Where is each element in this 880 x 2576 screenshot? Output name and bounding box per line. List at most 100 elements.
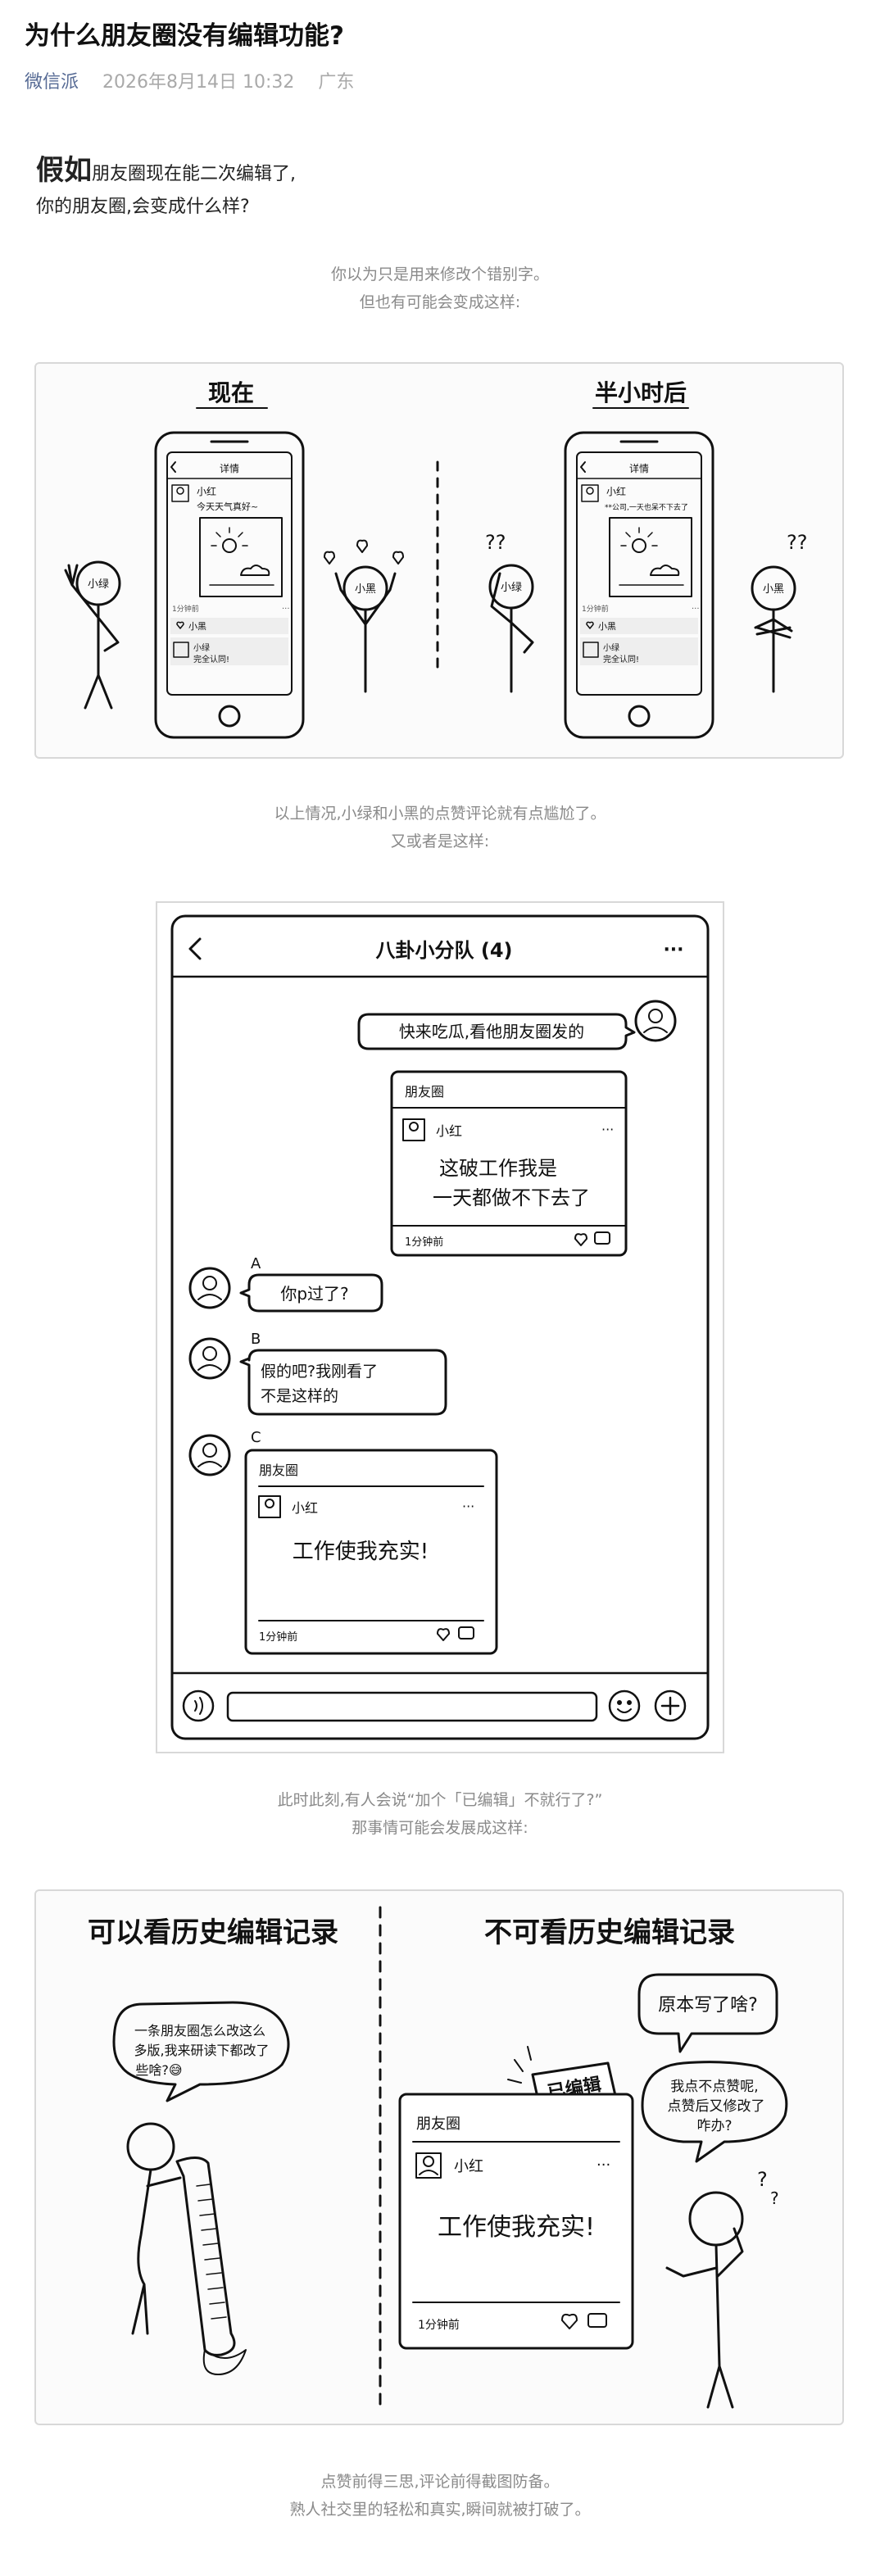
msg-a: A 你p过了?	[188, 1255, 383, 1313]
caption-2: 以上情况,小绿和小黑的点赞评论就有点尴尬了。 又或者是这样:	[0, 800, 880, 855]
character-xiaolv-left: 小绿	[64, 560, 121, 710]
right-bubble-1: 原本写了啥?	[637, 1973, 778, 2053]
heading-cannot-view: 不可看历史编辑记录	[484, 1916, 735, 1949]
xiaohei-label-left: 小黑	[355, 583, 376, 596]
caption-1: 你以为只是用来修改个错别字。 但也有可能会变成这样:	[0, 261, 880, 316]
right-bubble-2: 我点不点赞呢, 点赞后又修改了 咋办?	[641, 2061, 788, 2163]
poster-name-right: 小红	[606, 485, 626, 497]
card2-time: 1分钟前	[259, 1630, 297, 1644]
msg-b-line2: 不是这样的	[261, 1387, 338, 1405]
caption-1-line-2: 但也有可能会变成这样:	[359, 293, 521, 311]
msg-b: B 假的吧?我刚看了 不是这样的	[188, 1331, 447, 1416]
msg-a-text: 你p过了?	[280, 1284, 348, 1304]
commenter-left: 小绿	[193, 642, 210, 653]
msg-b-line1: 假的吧?我刚看了	[261, 1363, 378, 1381]
article-title: 为什么朋友圈没有编辑功能?	[25, 21, 344, 51]
liker-left: 小黑	[188, 621, 206, 632]
screen-title-left: 详情	[220, 462, 239, 474]
name-c: C	[251, 1429, 261, 1446]
time-ago-left: 1分钟前	[172, 604, 199, 614]
xiaohei-label-right: 小黑	[763, 583, 784, 596]
msg-c: C 朋友圈 小红 ··· 工作使我充实! 1分钟前	[188, 1429, 498, 1655]
name-b: B	[251, 1331, 261, 1348]
post-text-now: 今天天气真好~	[197, 501, 258, 512]
svg-text:···: ···	[692, 605, 700, 614]
caption-3-line-2: 那事情可能会发展成这样:	[352, 1819, 528, 1837]
caption-3-line-1: 此时此刻,有人会说“加个「已编辑」不就行了?”	[277, 1791, 603, 1809]
card2-header: 朋友圈	[259, 1463, 298, 1478]
publish-location: 广东	[318, 72, 355, 93]
caption-3: 此时此刻,有人会说“加个「已编辑」不就行了?” 那事情可能会发展成这样:	[0, 1786, 880, 1842]
right-bubble2-line1: 我点不点赞呢,	[670, 2079, 758, 2095]
heading-later: 半小时后	[595, 379, 687, 406]
first-msg-text: 快来吃瓜,看他朋友圈发的	[399, 1022, 584, 1041]
intro-text: 假如朋友圈现在能二次编辑了, 你的朋友圈,会变成什么样?	[36, 154, 296, 224]
card1-more: ···	[601, 1122, 614, 1137]
back-icon[interactable]	[188, 937, 202, 960]
moments-card-edited: 朋友圈 小红 ··· 工作使我充实! 1分钟前	[398, 2093, 634, 2350]
card3-time: 1分钟前	[418, 2318, 460, 2332]
caption-1-line-1: 你以为只是用来修改个错别字。	[330, 265, 549, 283]
author-link[interactable]: 微信派	[25, 72, 79, 93]
emoji-icon[interactable]	[608, 1689, 641, 1722]
card1-time: 1分钟前	[405, 1236, 443, 1249]
svg-text:?: ?	[757, 2168, 768, 2191]
right-bubble2-line2: 点赞后又修改了	[668, 2098, 765, 2115]
comment-left: 完全认同!	[193, 654, 229, 664]
poster-name-left: 小红	[197, 485, 216, 497]
card1-line1: 这破工作我是	[439, 1157, 557, 1180]
character-thinking: ? ?	[665, 2168, 779, 2409]
question-marks-right: ??	[787, 531, 807, 554]
msg-first: 快来吃瓜,看他朋友圈发的	[357, 1000, 677, 1050]
xiaolv-label-right: 小绿	[501, 582, 522, 594]
message-input[interactable]	[226, 1691, 598, 1722]
heading-now: 现在	[208, 379, 254, 406]
article-meta: 微信派 2026年8月14日 10:32 广东	[25, 67, 354, 93]
right-bubble2-line3: 咋办?	[696, 2118, 732, 2134]
card1-user: 小红	[436, 1123, 462, 1139]
caption-2-line-2: 又或者是这样:	[390, 832, 490, 850]
group-title: 八卦小分队 (4)	[376, 939, 513, 962]
xiaolv-label-left: 小绿	[88, 578, 109, 591]
phone-right: 详情 小红 **公司,一天也呆不下去了 1分钟前 ··· 小黑 小绿 完全认同!	[564, 431, 714, 739]
comic-now-vs-later: 现在 半小时后 详情 小红 今天天气真好~ 1分钟前 ··· 小黑 小绿 完全认…	[34, 362, 844, 759]
card2-more: ···	[462, 1499, 474, 1514]
time-ago-right: 1分钟前	[582, 604, 609, 614]
commenter-right: 小绿	[603, 642, 619, 653]
voice-icon[interactable]	[182, 1689, 215, 1722]
intro-line2: 你的朋友圈,会变成什么样?	[36, 197, 250, 217]
card2-user: 小红	[292, 1500, 318, 1516]
right-bubble1-text: 原本写了啥?	[658, 1995, 758, 2016]
character-xiaohei-right: 小黑 ??	[751, 531, 807, 693]
intro-big-word: 假如	[36, 154, 92, 187]
question-marks-left: ??	[485, 531, 506, 554]
character-reading-scroll	[126, 2122, 247, 2375]
shared-card-1: 朋友圈 小红 ··· 这破工作我是 一天都做不下去了 1分钟前	[390, 1070, 628, 1257]
card1-header: 朋友圈	[405, 1084, 444, 1100]
character-xiaohei-left: 小黑	[324, 539, 404, 693]
left-bubble-line2: 多版,我来研读下都改了	[134, 2043, 269, 2058]
caption-4-line-2: 熟人社交里的轻松和真实,瞬间就被打破了。	[289, 2501, 591, 2519]
card3-text: 工作使我充实!	[438, 2213, 595, 2242]
card2-text: 工作使我充实!	[293, 1540, 429, 1564]
caption-4-line-1: 点赞前得三思,评论前得截图防备。	[320, 2473, 560, 2491]
left-bubble-line1: 一条朋友圈怎么改这么	[134, 2023, 265, 2039]
comment-right: 完全认同!	[603, 654, 639, 664]
screen-title-right: 详情	[629, 462, 649, 474]
plus-icon[interactable]	[654, 1689, 687, 1722]
character-xiaolv-right: 小绿 ??	[485, 531, 534, 693]
svg-text:···: ···	[596, 2156, 610, 2174]
svg-text:···: ···	[282, 605, 290, 614]
phone-left: 详情 小红 今天天气真好~ 1分钟前 ··· 小黑 小绿 完全认同!	[154, 431, 305, 739]
post-text-later: **公司,一天也呆不下去了	[605, 502, 688, 512]
card3-header: 朋友圈	[416, 2116, 460, 2133]
comic-edit-history: 可以看历史编辑记录 不可看历史编辑记录 一条朋友圈怎么改这么 多版,我来研读下都…	[34, 1889, 844, 2425]
left-thought-bubble: 一条朋友圈怎么改这么 多版,我来研读下都改了 些啥?😅	[112, 2001, 290, 2102]
intro-line1: 朋友圈现在能二次编辑了,	[92, 164, 296, 184]
more-icon[interactable]: ···	[663, 940, 683, 960]
left-bubble-line3: 些啥?😅	[135, 2062, 182, 2078]
liker-right: 小黑	[598, 621, 616, 632]
publish-time: 2026年8月14日 10:32	[102, 72, 295, 93]
heading-can-view: 可以看历史编辑记录	[88, 1916, 338, 1949]
card3-user: 小红	[454, 2158, 483, 2175]
